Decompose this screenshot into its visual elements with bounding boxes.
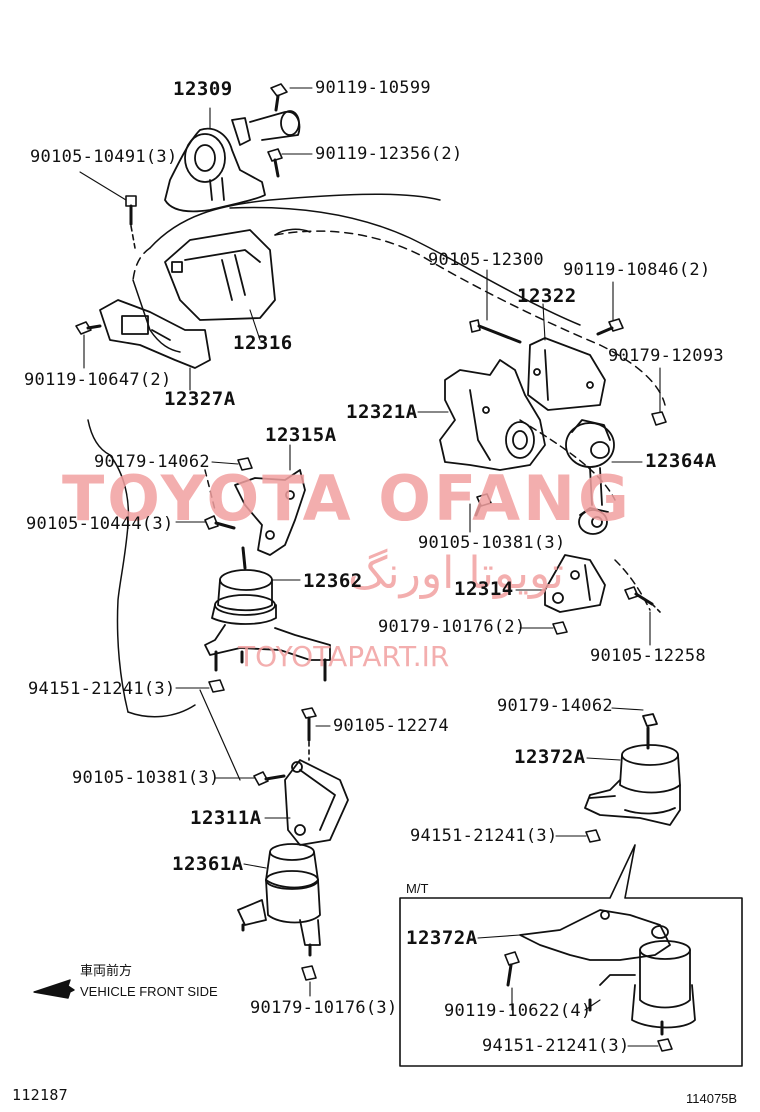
part-label-12362: 12362 [303,570,363,592]
watermark-brand: TOYOTA OFANG [62,462,632,535]
part-label-94151-21241-c: 94151-21241(3) [482,1036,630,1056]
part-label-90105-10381-b: 90105-10381(3) [72,768,220,788]
leader-lines [79,87,661,1047]
subframe-outline [87,193,666,781]
bracket-12315A [234,469,306,556]
part-label-12372A-a: 12372A [514,746,586,768]
mount-12361A [237,843,321,957]
front-side-label-en: VEHICLE FRONT SIDE [80,984,218,999]
bracket-12311A [284,759,349,846]
part-label-90105-12300: 90105-12300 [428,250,544,270]
part-label-90105-12258: 90105-12258 [590,646,706,666]
inset-label-mt: M/T [406,881,429,896]
nut-90179-10176-a [552,621,568,635]
watermark-url: TOYOTAPART.IR [238,640,450,673]
bolt-90105-12258 [624,586,661,613]
part-label-90119-10599: 90119-10599 [315,78,431,98]
bolt-90119-12356 [267,148,283,178]
bolt-90105-10491 [125,195,137,249]
part-label-12372A-b: 12372A [406,927,478,949]
part-label-90179-14062-a: 90179-14062 [94,452,210,472]
part-label-12361A: 12361A [172,853,244,875]
bolt-90105-10381-a [474,493,492,517]
bolt-90119-10647 [75,321,102,335]
bolt-90105-10381-b [253,771,286,786]
part-label-12364A: 12364A [645,450,717,472]
bracket-12321A [439,359,546,471]
mount-12362 [204,546,331,682]
mount-12372A-b [519,909,696,1036]
bolt-90119-10599 [270,83,288,112]
part-label-90119-10622: 90119-10622(4) [444,1001,592,1021]
nut-94151-21241-c [657,1038,673,1052]
figure-code-right: 114075B [686,1091,738,1106]
nut-90179-12093 [651,411,667,426]
bracket-12316 [164,229,276,321]
nut-94151-21241-a [208,679,225,693]
mount-12372A-a [584,713,681,826]
part-label-90105-10491: 90105-10491(3) [30,147,178,167]
part-label-12316: 12316 [233,332,293,354]
part-label-90179-10176-b: 90179-10176(3) [250,998,398,1018]
part-label-12309: 12309 [173,78,233,100]
bolt-90119-10846 [596,318,624,336]
bolt-90105-12300 [469,319,522,344]
stay-12327A [99,299,211,369]
part-label-90179-14062-b: 90179-14062 [497,696,613,716]
nut-94151-21241-b [585,829,601,843]
part-label-12311A: 12311A [190,807,262,829]
part-label-12314: 12314 [454,578,514,600]
bracket-12322 [527,337,606,411]
part-label-90119-10846: 90119-10846(2) [563,260,711,280]
part-label-12321A: 12321A [346,401,418,423]
bolt-90105-10444 [204,515,236,530]
front-side-label-jp: 車両前方 [80,963,133,978]
part-label-90105-12274: 90105-12274 [333,716,449,736]
part-label-90179-12093: 90179-12093 [608,346,724,366]
part-label-90119-12356: 90119-12356(2) [315,144,463,164]
bolt-90119-10622 [504,951,520,987]
mount-12309 [164,110,301,213]
part-label-94151-21241-b: 94151-21241(3) [410,826,558,846]
part-label-90105-10444: 90105-10444(3) [26,514,174,534]
part-label-12322: 12322 [517,285,577,307]
part-label-90119-10647: 90119-10647(2) [24,370,172,390]
watermark-persian: تویوتا اورنگ [348,548,564,599]
nut-90179-14062-a [237,457,253,471]
part-label-90179-10176-a: 90179-10176(2) [378,617,526,637]
part-label-12327A: 12327A [164,388,236,410]
mt-inset-box [399,844,743,1067]
front-arrow-icon [33,979,75,999]
bracket-12314 [544,554,606,613]
bolt-90105-12274 [301,707,317,761]
part-label-94151-21241-a: 94151-21241(3) [28,679,176,699]
nut-90179-10176-b [301,965,317,981]
part-label-12315A: 12315A [265,424,337,446]
rod-12364A [565,419,615,535]
part-label-90105-10381-a: 90105-10381(3) [418,533,566,553]
figure-code-left: 112187 [12,1086,68,1104]
